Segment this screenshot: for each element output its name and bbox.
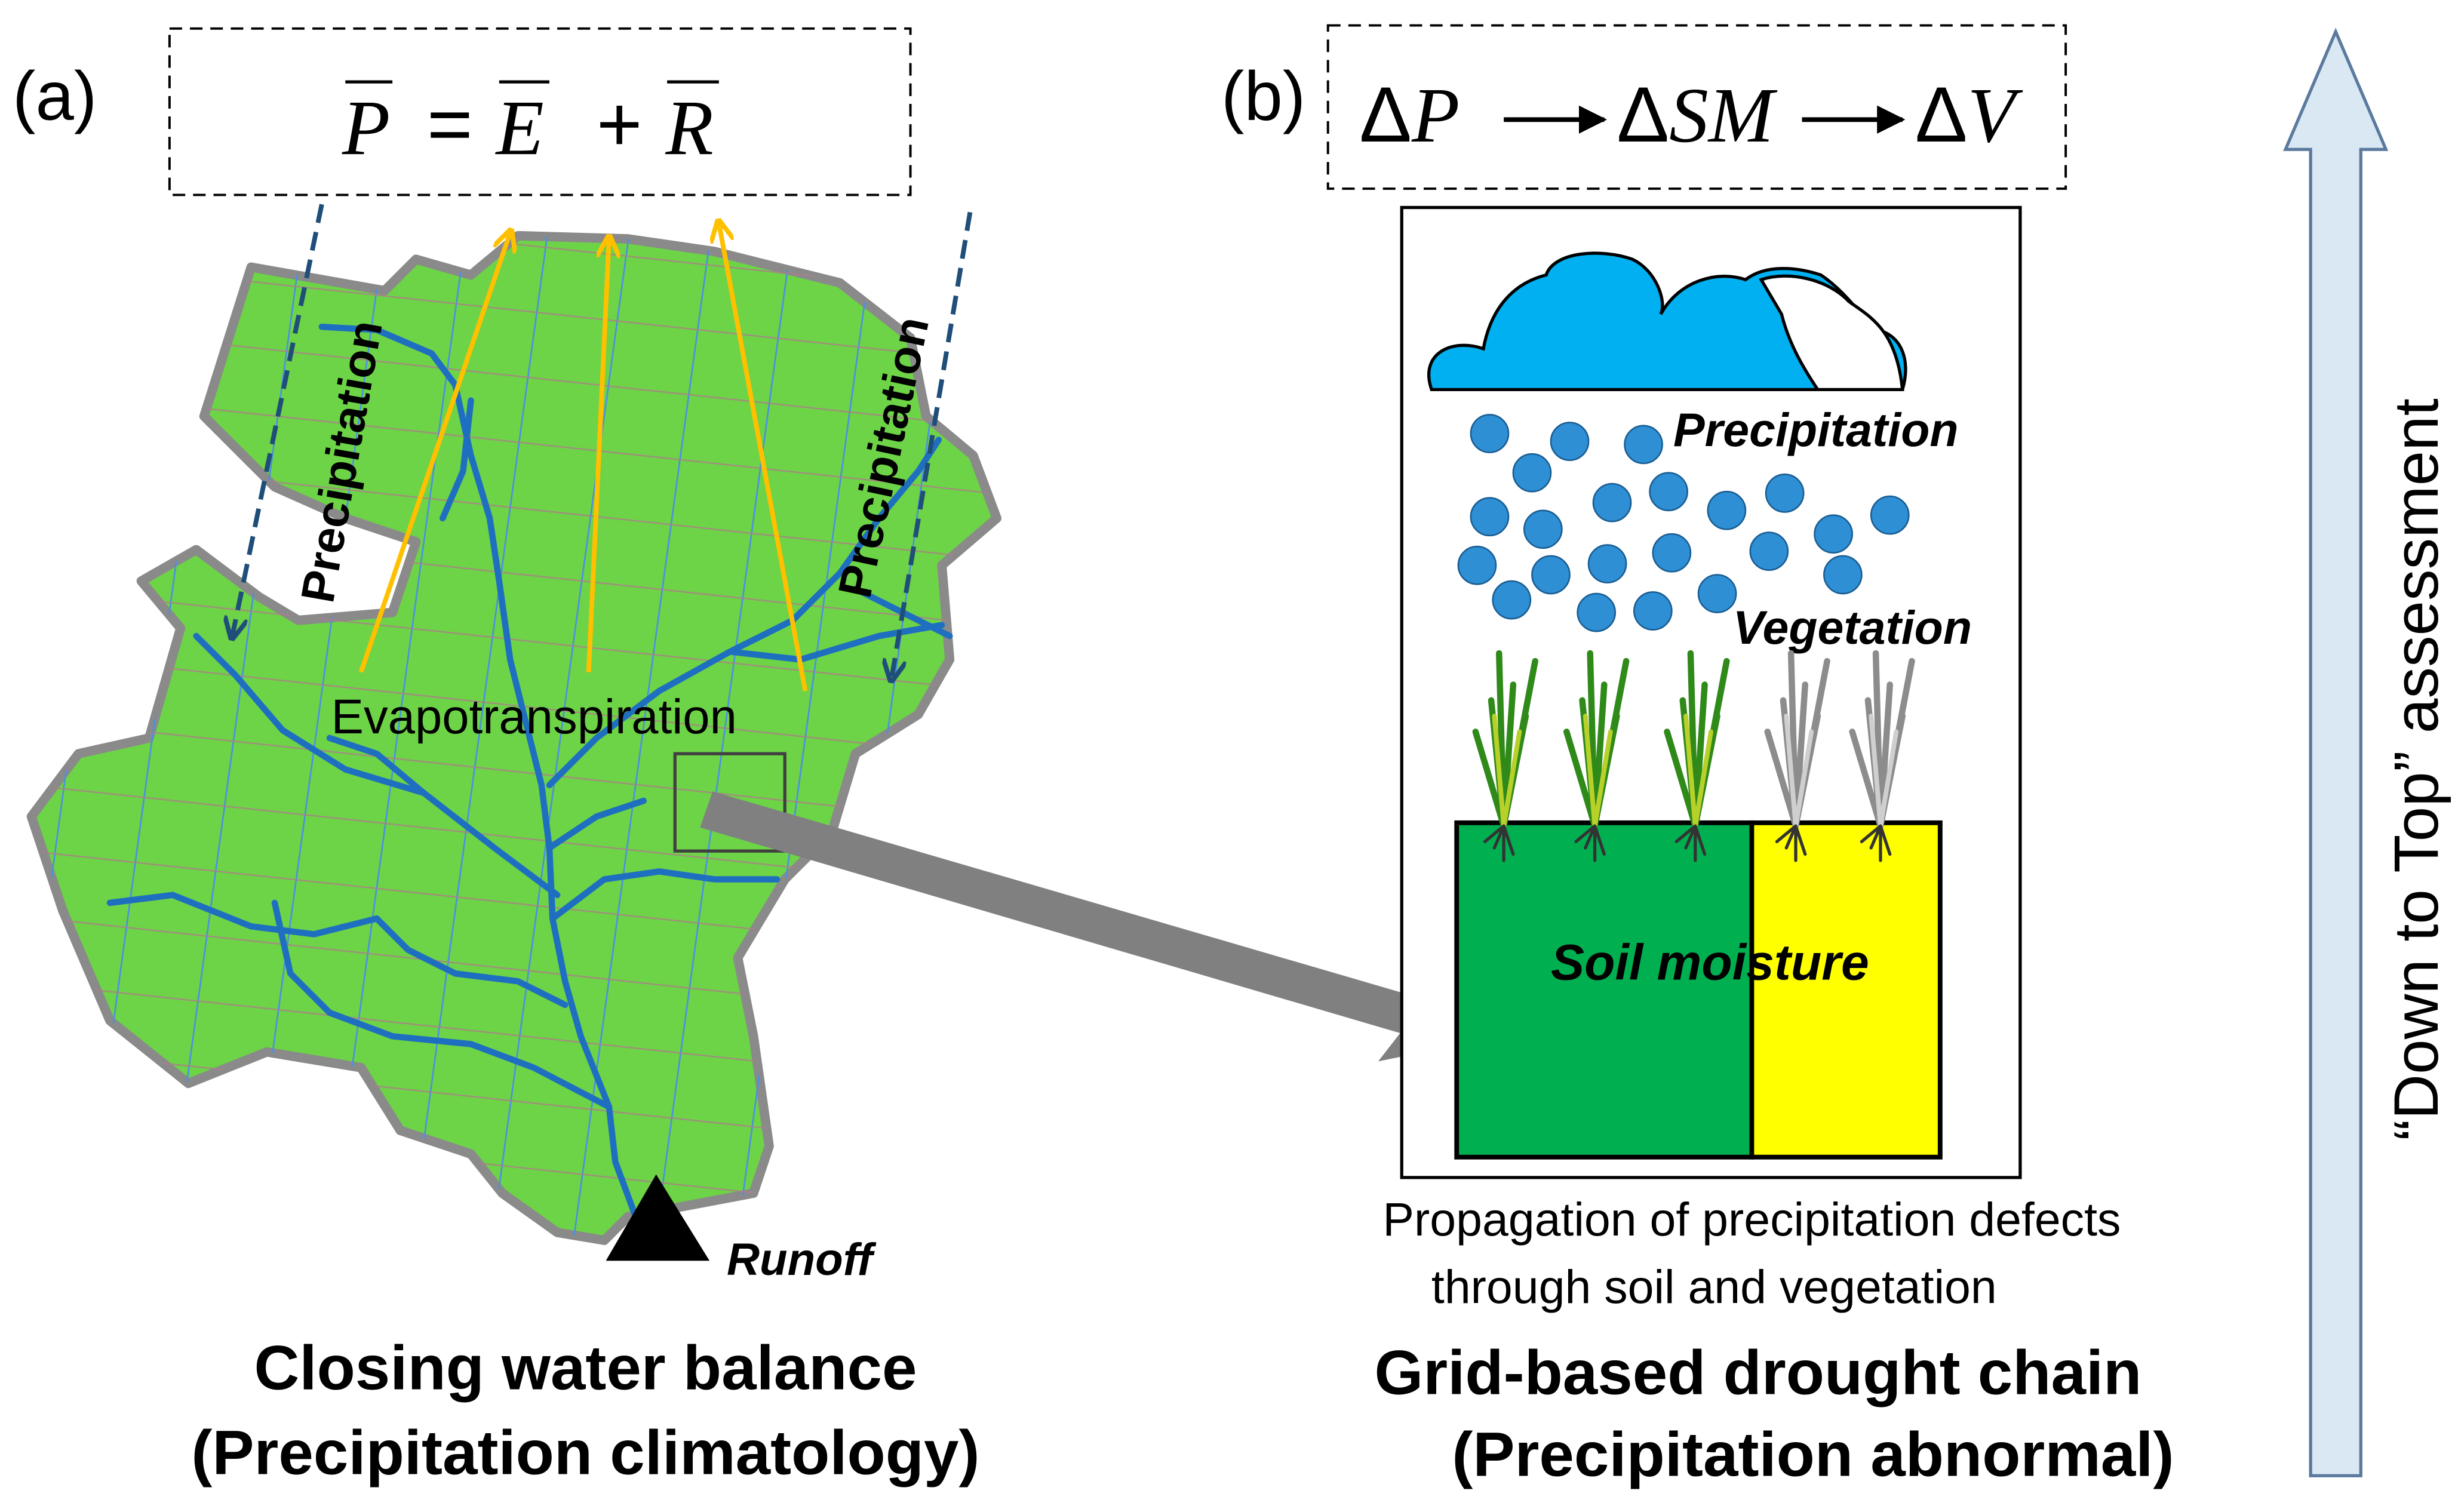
dry-grass-icon <box>1849 650 1915 862</box>
grid-line <box>488 235 632 1241</box>
catchment-map: Precipitation Precipitation Evapotranspi… <box>26 204 1366 1285</box>
precipitation-arrows <box>232 204 973 678</box>
river-network <box>106 323 953 1220</box>
panel-a-caption-line2: (Precipitation climatology) <box>191 1418 979 1488</box>
chain-delta-symbol-2: Δ <box>1617 70 1669 158</box>
green-grass-icon <box>1563 650 1630 862</box>
cloud-icon <box>1427 251 1907 391</box>
raindrops <box>1457 414 1910 632</box>
assessment-label: “Down to Top” assessment <box>2382 398 2451 1141</box>
chain-term-p: P <box>1411 72 1460 159</box>
green-grass-icon <box>1664 650 1730 862</box>
selected-grid-cell <box>673 752 786 853</box>
dry-grass-icon <box>1764 650 1830 862</box>
chain-delta-symbol-1: Δ <box>1359 70 1412 158</box>
water-balance-equation: P = E + R <box>342 80 719 171</box>
evapotranspiration-label: Evapotranspiration <box>331 690 737 744</box>
green-grass-icons <box>1472 650 1730 862</box>
grid-line <box>1224 220 1366 1256</box>
grid-line <box>978 235 997 1241</box>
vegetation-label: Vegetation <box>1733 601 1972 654</box>
drought-chain: ΔP ΔSM ΔV <box>1359 70 2023 159</box>
runoff-label: Runoff <box>727 1234 877 1285</box>
chain-delta-v: ΔV <box>1915 70 2023 159</box>
cell-zoom-arrow <box>700 791 1455 1062</box>
dry-grass-icons <box>1764 650 1915 862</box>
chain-delta-symbol-3: Δ <box>1915 70 1968 158</box>
equation-term-e: E <box>495 85 544 171</box>
soil-dry-block <box>1749 820 1943 1160</box>
water-balance-equation-box <box>168 27 912 196</box>
soil-wet-block <box>1454 820 1755 1160</box>
green-grass-icon <box>1472 650 1538 862</box>
evapotranspiration-arrows <box>358 223 808 692</box>
soil-moisture-label: Soil moisture <box>1551 935 1869 991</box>
grid-line <box>1061 220 1203 1256</box>
grid-line <box>570 235 714 1241</box>
equation-term-r: R <box>665 85 713 171</box>
panel-b-caption-line1: Grid-based drought chain <box>1374 1338 2141 1408</box>
drought-chain-box <box>1326 24 2067 190</box>
grid-line <box>407 235 551 1241</box>
panel-a-caption-line1: Closing water balance <box>254 1333 917 1403</box>
chain-term-v: V <box>1968 72 2023 159</box>
chain-delta-p: ΔP <box>1359 70 1460 159</box>
grid-row-line <box>31 649 997 761</box>
grid-line <box>31 235 142 1241</box>
assessment-arrow <box>2283 27 2389 1477</box>
grid-line <box>31 235 61 1241</box>
chain-delta-sm: ΔSM <box>1617 70 1777 159</box>
panel-b-label: (b) <box>1221 57 1305 134</box>
chain-term-sm: SM <box>1669 72 1778 159</box>
propagation-description-line2: through soil and vegetation <box>1431 1261 1997 1313</box>
runoff-outlet-icon <box>606 1174 710 1261</box>
panel-a-label: (a) <box>13 57 97 134</box>
propagation-description-line1: Propagation of precipitation defects <box>1382 1193 2121 1246</box>
panel-b-caption-line2: (Precipitation abnormal) <box>1452 1419 2174 1489</box>
catchment-area <box>26 231 1001 1245</box>
equation-term-p: P <box>342 85 390 171</box>
grid-line <box>733 235 877 1241</box>
precipitation-label: Precipitation <box>1673 404 1959 456</box>
equation-equals: = <box>427 80 473 168</box>
grid-line <box>652 235 795 1241</box>
grid-line <box>1143 220 1285 1256</box>
equation-plus: + <box>597 80 643 168</box>
